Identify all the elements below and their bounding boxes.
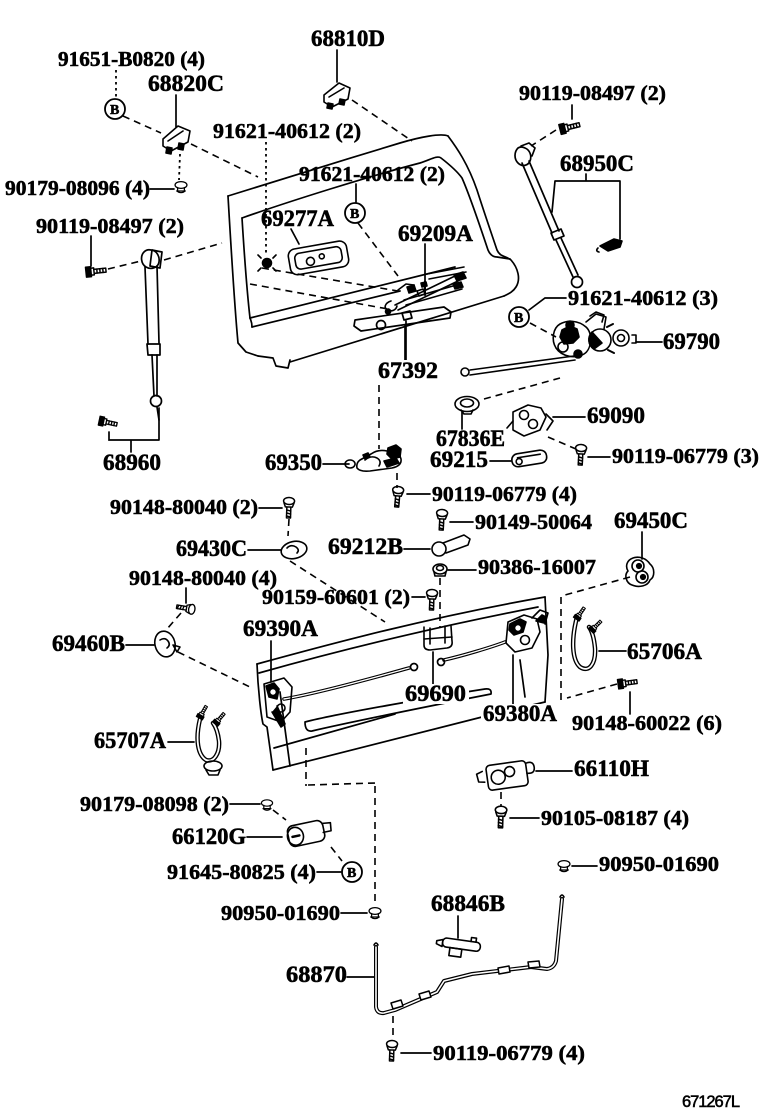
svg-text:69380A: 69380A [483, 701, 557, 726]
svg-text:671267L: 671267L [682, 1093, 740, 1111]
svg-text:66120G: 66120G [172, 824, 246, 849]
svg-text:90119-06779 (4): 90119-06779 (4) [433, 1041, 585, 1065]
svg-text:B: B [347, 866, 356, 881]
svg-text:68820C: 68820C [148, 71, 224, 96]
svg-text:90148-80040 (2): 90148-80040 (2) [110, 495, 258, 519]
svg-text:91645-80825 (4): 91645-80825 (4) [167, 860, 316, 884]
svg-text:90149-50064: 90149-50064 [475, 510, 592, 534]
svg-text:69790: 69790 [663, 329, 720, 354]
svg-text:69350: 69350 [265, 450, 322, 475]
svg-text:69215: 69215 [430, 447, 488, 472]
svg-text:91621-40612 (2): 91621-40612 (2) [213, 119, 361, 143]
svg-text:69212B: 69212B [328, 534, 403, 559]
svg-text:69390A: 69390A [243, 616, 318, 641]
svg-text:90119-06779 (3): 90119-06779 (3) [612, 444, 759, 468]
svg-text:69090: 69090 [587, 403, 645, 428]
svg-text:69430C: 69430C [176, 536, 247, 561]
svg-text:90105-08187 (4): 90105-08187 (4) [541, 806, 689, 830]
svg-text:68846B: 68846B [431, 891, 505, 916]
svg-text:90119-08497 (2): 90119-08497 (2) [519, 81, 666, 105]
svg-text:90119-06779 (4): 90119-06779 (4) [432, 482, 577, 506]
svg-text:90950-01690: 90950-01690 [599, 852, 719, 876]
svg-text:90950-01690: 90950-01690 [221, 901, 340, 925]
svg-text:68960: 68960 [103, 450, 161, 475]
svg-text:66110H: 66110H [574, 756, 649, 781]
svg-text:90159-60601 (2): 90159-60601 (2) [262, 585, 410, 609]
svg-text:91621-40612 (2): 91621-40612 (2) [299, 162, 445, 186]
svg-text:69460B: 69460B [52, 631, 125, 656]
svg-text:65706A: 65706A [627, 639, 702, 664]
svg-text:90119-08497 (2): 90119-08497 (2) [36, 214, 184, 238]
svg-text:90179-08098 (2): 90179-08098 (2) [80, 792, 229, 816]
svg-text:67392: 67392 [378, 358, 438, 383]
svg-text:69277A: 69277A [261, 206, 334, 231]
svg-text:90148-80040 (4): 90148-80040 (4) [129, 566, 277, 590]
svg-text:69209A: 69209A [398, 221, 473, 246]
svg-text:68810D: 68810D [311, 26, 385, 51]
svg-text:B: B [514, 311, 523, 326]
svg-text:90148-60022 (6): 90148-60022 (6) [572, 711, 722, 735]
svg-text:68950C: 68950C [560, 151, 634, 176]
svg-text:B: B [110, 103, 119, 118]
svg-text:90179-08096 (4): 90179-08096 (4) [5, 176, 150, 200]
svg-text:69690: 69690 [405, 681, 466, 706]
svg-text:65707A: 65707A [94, 728, 166, 753]
svg-text:68870: 68870 [286, 962, 347, 987]
svg-text:91651-B0820 (4): 91651-B0820 (4) [58, 47, 205, 71]
svg-text:67836E: 67836E [436, 426, 505, 451]
svg-text:90386-16007: 90386-16007 [478, 555, 596, 579]
svg-text:B: B [350, 207, 359, 222]
svg-text:91621-40612 (3): 91621-40612 (3) [568, 286, 718, 310]
svg-text:69450C: 69450C [614, 508, 688, 533]
